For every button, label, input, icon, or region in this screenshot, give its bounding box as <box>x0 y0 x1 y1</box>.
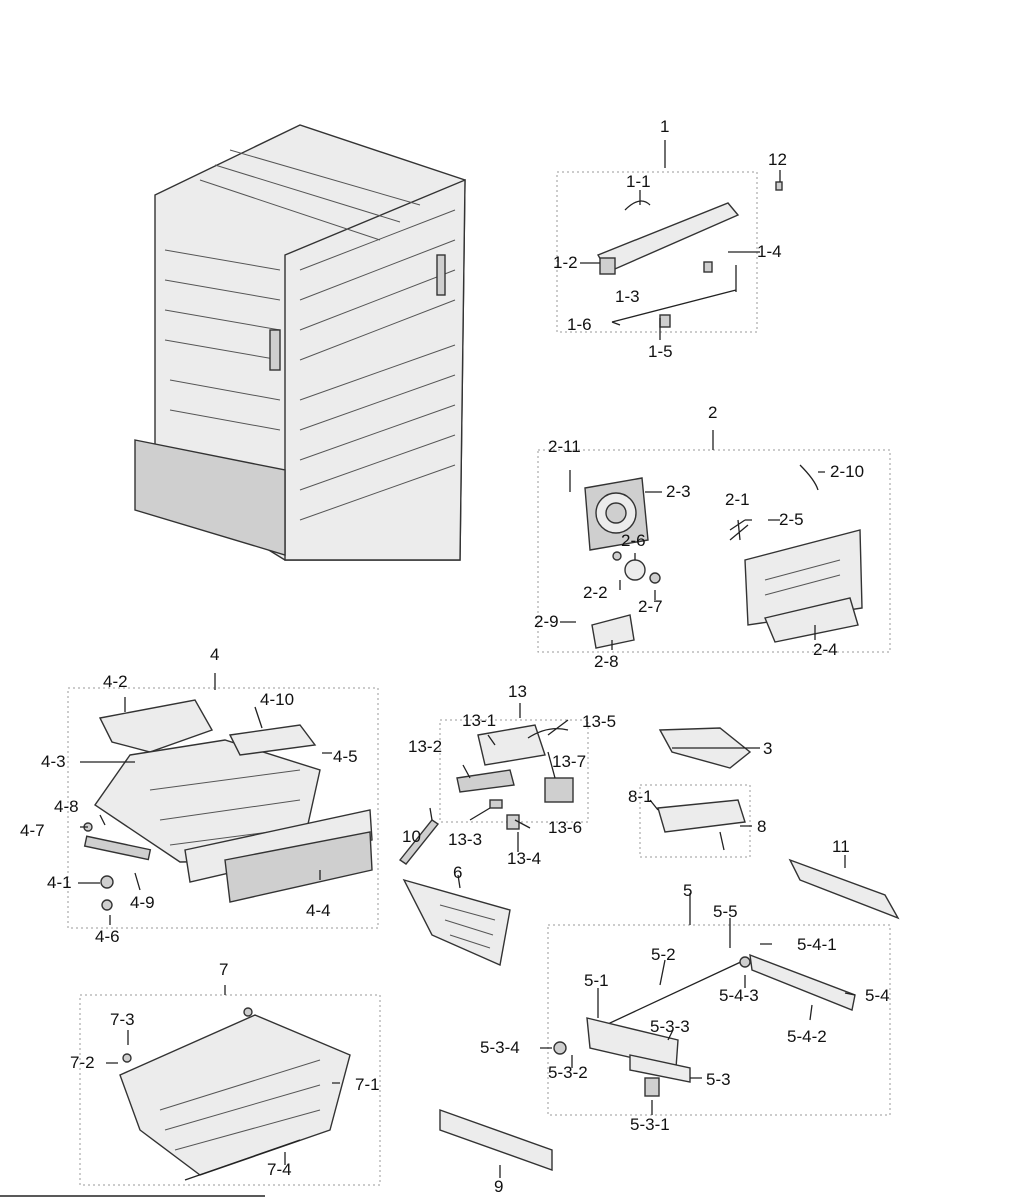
callout: 7-3 <box>110 1010 135 1029</box>
part-11 <box>788 858 900 920</box>
callout: 5-2 <box>651 945 676 964</box>
group-1-parts <box>596 181 783 328</box>
group-5-box <box>547 924 891 1116</box>
callout: 2-2 <box>583 583 608 602</box>
callout: 4-3 <box>41 752 66 771</box>
callout: 4-7 <box>20 821 45 840</box>
group-13-parts <box>398 724 574 865</box>
callout: 13-3 <box>448 830 482 849</box>
callout: 4-10 <box>260 690 294 709</box>
callout: 2-7 <box>638 597 663 616</box>
part-8 <box>657 799 746 851</box>
callout: 5-3-3 <box>650 1017 690 1036</box>
callout: 5-3-4 <box>480 1038 520 1057</box>
callout: 1-1 <box>626 172 651 191</box>
callout: 13-7 <box>552 752 586 771</box>
callout: 5-3 <box>706 1070 731 1089</box>
callout: 1-6 <box>567 315 592 334</box>
callout: 9 <box>494 1177 503 1196</box>
group-7-parts <box>119 1007 351 1181</box>
callout: 2-6 <box>621 531 646 550</box>
group-2-parts <box>584 464 863 649</box>
callout: 1 <box>660 117 669 136</box>
callout: 2-8 <box>594 652 619 671</box>
callout: 5-4-2 <box>787 1027 827 1046</box>
callout: 13-1 <box>462 711 496 730</box>
group-5-parts <box>553 953 856 1097</box>
callout: 5-4-1 <box>797 935 837 954</box>
callout: 2-9 <box>534 612 559 631</box>
callout: 5-4 <box>865 986 890 1005</box>
callout: 13-2 <box>408 737 442 756</box>
callout: 4-8 <box>54 797 79 816</box>
callout: 5-3-1 <box>630 1115 670 1134</box>
callout: 10 <box>402 827 421 846</box>
callout: 13-5 <box>582 712 616 731</box>
group-7-box <box>79 994 381 1186</box>
callout: 1-5 <box>648 342 673 361</box>
callout: 7 <box>219 960 228 979</box>
group-4-box <box>67 687 379 929</box>
group-4-parts <box>83 699 373 911</box>
callout: 2-1 <box>725 490 750 509</box>
callout: 1-2 <box>553 253 578 272</box>
part-6 <box>402 878 511 966</box>
callout: 12 <box>768 150 787 169</box>
callout: 5 <box>683 881 692 900</box>
callout: 8 <box>757 817 766 836</box>
group-8-box <box>639 784 751 858</box>
callout: 5-4-3 <box>719 986 759 1005</box>
callout: 4-6 <box>95 927 120 946</box>
refrigerator-cabinet <box>134 124 466 561</box>
callout: 2-5 <box>779 510 804 529</box>
callout: 5-5 <box>713 902 738 921</box>
callout: 2-11 <box>548 437 581 456</box>
callout: 6 <box>453 863 462 882</box>
callout: 13 <box>508 682 527 701</box>
callout: 5-3-2 <box>548 1063 588 1082</box>
callout: 1-4 <box>757 242 782 261</box>
leader-lines <box>78 140 856 1178</box>
callout: 7-2 <box>70 1053 95 1072</box>
callout: 7-4 <box>267 1160 292 1179</box>
callout: 2-3 <box>666 482 691 501</box>
callout: 2 <box>708 403 717 422</box>
callout: 4-2 <box>103 672 128 691</box>
callout: 4 <box>210 645 219 664</box>
callout-labels: 1 1-1 12 1-2 1-4 1-3 1-6 1-5 2 2-11 2-3 … <box>20 117 890 1196</box>
callout: 11 <box>832 837 850 856</box>
callout: 13-4 <box>507 849 541 868</box>
part-9 <box>439 1109 553 1171</box>
callout: 2-4 <box>813 640 838 659</box>
group-2-box <box>537 449 891 653</box>
callout: 5-1 <box>584 971 609 990</box>
callout: 13-6 <box>548 818 582 837</box>
callout: 3 <box>763 739 772 758</box>
callout: 1-3 <box>615 287 640 306</box>
callout: 4-1 <box>47 873 72 892</box>
callout: 7-1 <box>355 1075 380 1094</box>
callout: 4-4 <box>306 901 331 920</box>
callout: 4-9 <box>130 893 155 912</box>
callout: 2-10 <box>830 462 864 481</box>
callout: 4-5 <box>333 747 358 766</box>
callout: 8-1 <box>628 787 653 806</box>
group-1-box <box>556 171 758 333</box>
